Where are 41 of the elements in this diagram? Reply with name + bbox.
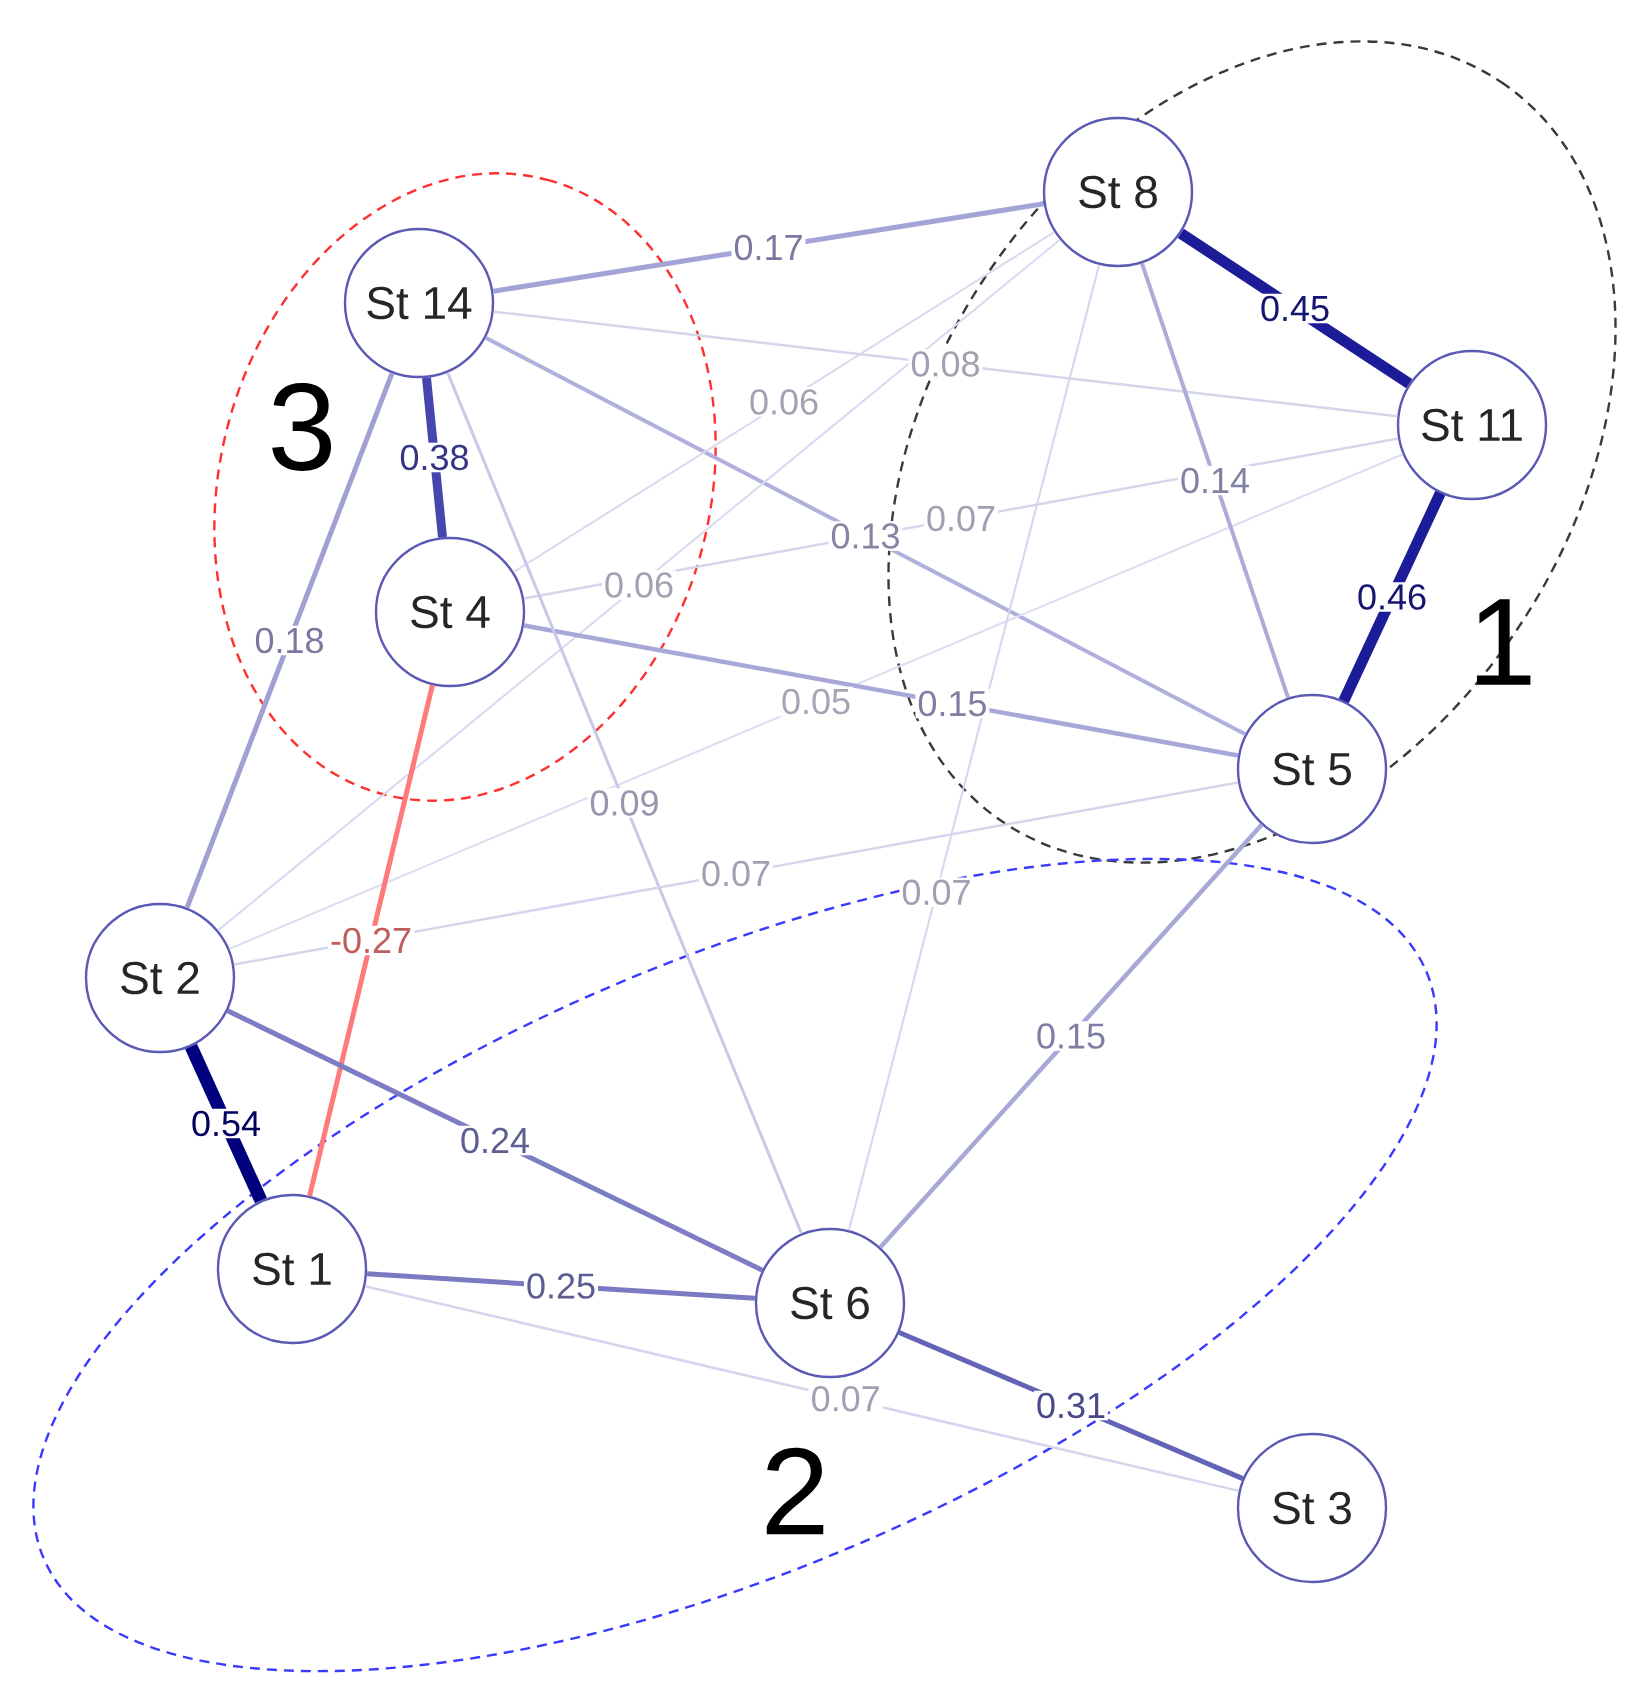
edge-label: 0.06 xyxy=(601,570,677,600)
connector-line xyxy=(847,263,1101,1232)
edge-label: 0.31 xyxy=(1033,1390,1109,1421)
connector-line xyxy=(1338,490,1446,704)
edge-label: 0.38 xyxy=(397,442,472,473)
connector-line xyxy=(185,1043,267,1204)
edge-label: 0.06 xyxy=(746,387,822,417)
connector-line xyxy=(217,238,1061,932)
connector-line xyxy=(878,823,1264,1249)
connector-line xyxy=(512,231,1056,573)
edge-label: 0.45 xyxy=(1257,293,1333,324)
connector-line xyxy=(1177,228,1413,389)
connector-line xyxy=(523,623,1239,758)
connector-line xyxy=(493,310,1398,418)
connector-line xyxy=(307,684,435,1197)
edge-label: 0.17 xyxy=(731,232,806,263)
connector-line xyxy=(1140,262,1290,699)
edge-label: 0.08 xyxy=(908,349,983,379)
edge-label: 0.15 xyxy=(915,688,990,719)
edge-label: 0.54 xyxy=(188,1108,264,1139)
edge-label: 0.07 xyxy=(899,877,974,908)
edge-label: -0.27 xyxy=(327,925,415,956)
connector-line xyxy=(364,1284,1240,1493)
edge-label: 0.07 xyxy=(808,1384,883,1414)
edge-label: 0.18 xyxy=(252,625,327,656)
connector-line xyxy=(228,453,1404,950)
connector-line xyxy=(484,336,1247,736)
connector-line xyxy=(422,377,447,538)
edge-label: 0.14 xyxy=(1177,465,1253,496)
edge-label: 0.25 xyxy=(523,1271,599,1301)
connector-line xyxy=(184,372,395,909)
edge-label: 0.46 xyxy=(1355,582,1430,612)
edge-label: 0.09 xyxy=(587,788,662,818)
connector-line xyxy=(226,1008,764,1273)
edge-label: 0.24 xyxy=(457,1125,533,1156)
edge-label: 0.13 xyxy=(828,521,903,551)
connector-line xyxy=(446,372,803,1235)
edge-label: 0.07 xyxy=(923,503,999,534)
edge-label: 0.07 xyxy=(698,858,774,889)
edge-label: 0.15 xyxy=(1033,1021,1109,1051)
edge-label: 0.05 xyxy=(779,686,854,717)
